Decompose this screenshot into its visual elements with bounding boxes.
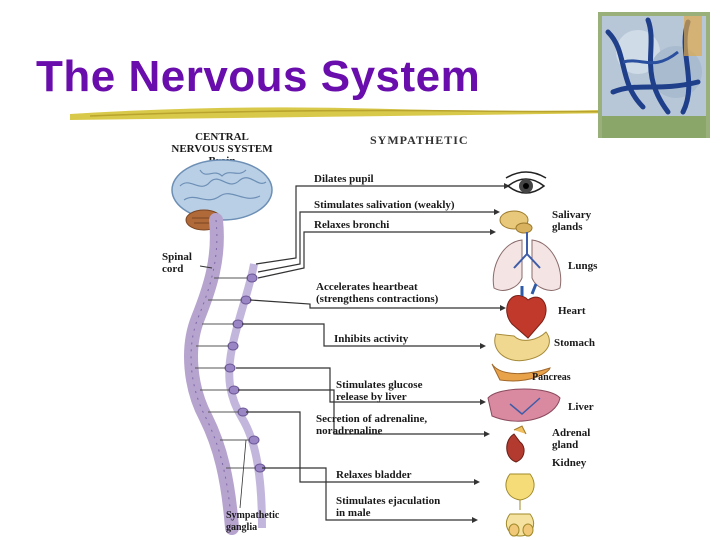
organ-label-adrenal: Adrenal	[552, 427, 590, 439]
spinal-cord-label: Spinal	[162, 251, 192, 263]
effect-adrenaline: Secretion of adrenaline,	[316, 413, 427, 425]
organ-label-pancreas: Pancreas	[532, 372, 571, 383]
slide-title: The Nervous System	[36, 52, 481, 101]
organ-label-adrenal: gland	[552, 439, 578, 451]
organ-label-stomach: Stomach	[554, 337, 595, 349]
effect-inhibits-activity: Inhibits activity	[334, 333, 409, 345]
bladder-icon	[505, 473, 535, 510]
effect-ejaculation: in male	[336, 507, 371, 519]
organ-label-heart: Heart	[558, 305, 586, 317]
cns-label: NERVOUS SYSTEM	[171, 143, 273, 155]
liver-icon	[487, 388, 561, 422]
effect-glucose: release by liver	[336, 391, 407, 403]
effect-ejaculation: Stimulates ejaculation	[336, 495, 440, 507]
sympathetic-nervous-diagram: CENTRAL NERVOUS SYSTEM Brain SYMPATHETIC	[162, 131, 598, 537]
ganglia-label: Sympathetic	[226, 510, 280, 521]
organ-label-salivary: Salivary	[552, 209, 592, 221]
eye-icon	[505, 171, 547, 194]
effect-dilates-pupil: Dilates pupil	[314, 173, 374, 185]
effect-heartbeat: Accelerates heartbeat	[316, 281, 418, 293]
effect-salivation: Stimulates salivation (weakly)	[314, 199, 455, 211]
effect-heartbeat: (strengthens contractions)	[316, 293, 439, 305]
organ-label-kidney: Kidney	[552, 457, 587, 469]
ganglia-label: ganglia	[226, 522, 257, 533]
organ-label-liver: Liver	[568, 401, 594, 413]
corner-illustration	[598, 12, 710, 138]
heart-icon	[506, 283, 547, 339]
adrenal-kidney-icon	[506, 425, 527, 463]
stomach-icon	[494, 331, 550, 362]
spinal-cord-label: cord	[162, 263, 183, 275]
salivary-gland-icon	[499, 210, 533, 234]
effect-glucose: Stimulates glucose	[336, 379, 423, 391]
organ-label-lungs: Lungs	[568, 260, 598, 272]
cns-label: CENTRAL	[195, 131, 249, 143]
pancreas-icon	[491, 363, 551, 382]
effect-bladder: Relaxes bladder	[336, 469, 412, 481]
effect-adrenaline: noradrenaline	[316, 425, 383, 437]
lungs-icon	[492, 232, 562, 291]
organ-label-salivary: glands	[552, 221, 583, 233]
reproductive-organ-icon	[505, 513, 535, 537]
effect-bronchi: Relaxes bronchi	[314, 219, 389, 231]
sympathetic-label: SYMPATHETIC	[370, 133, 469, 147]
